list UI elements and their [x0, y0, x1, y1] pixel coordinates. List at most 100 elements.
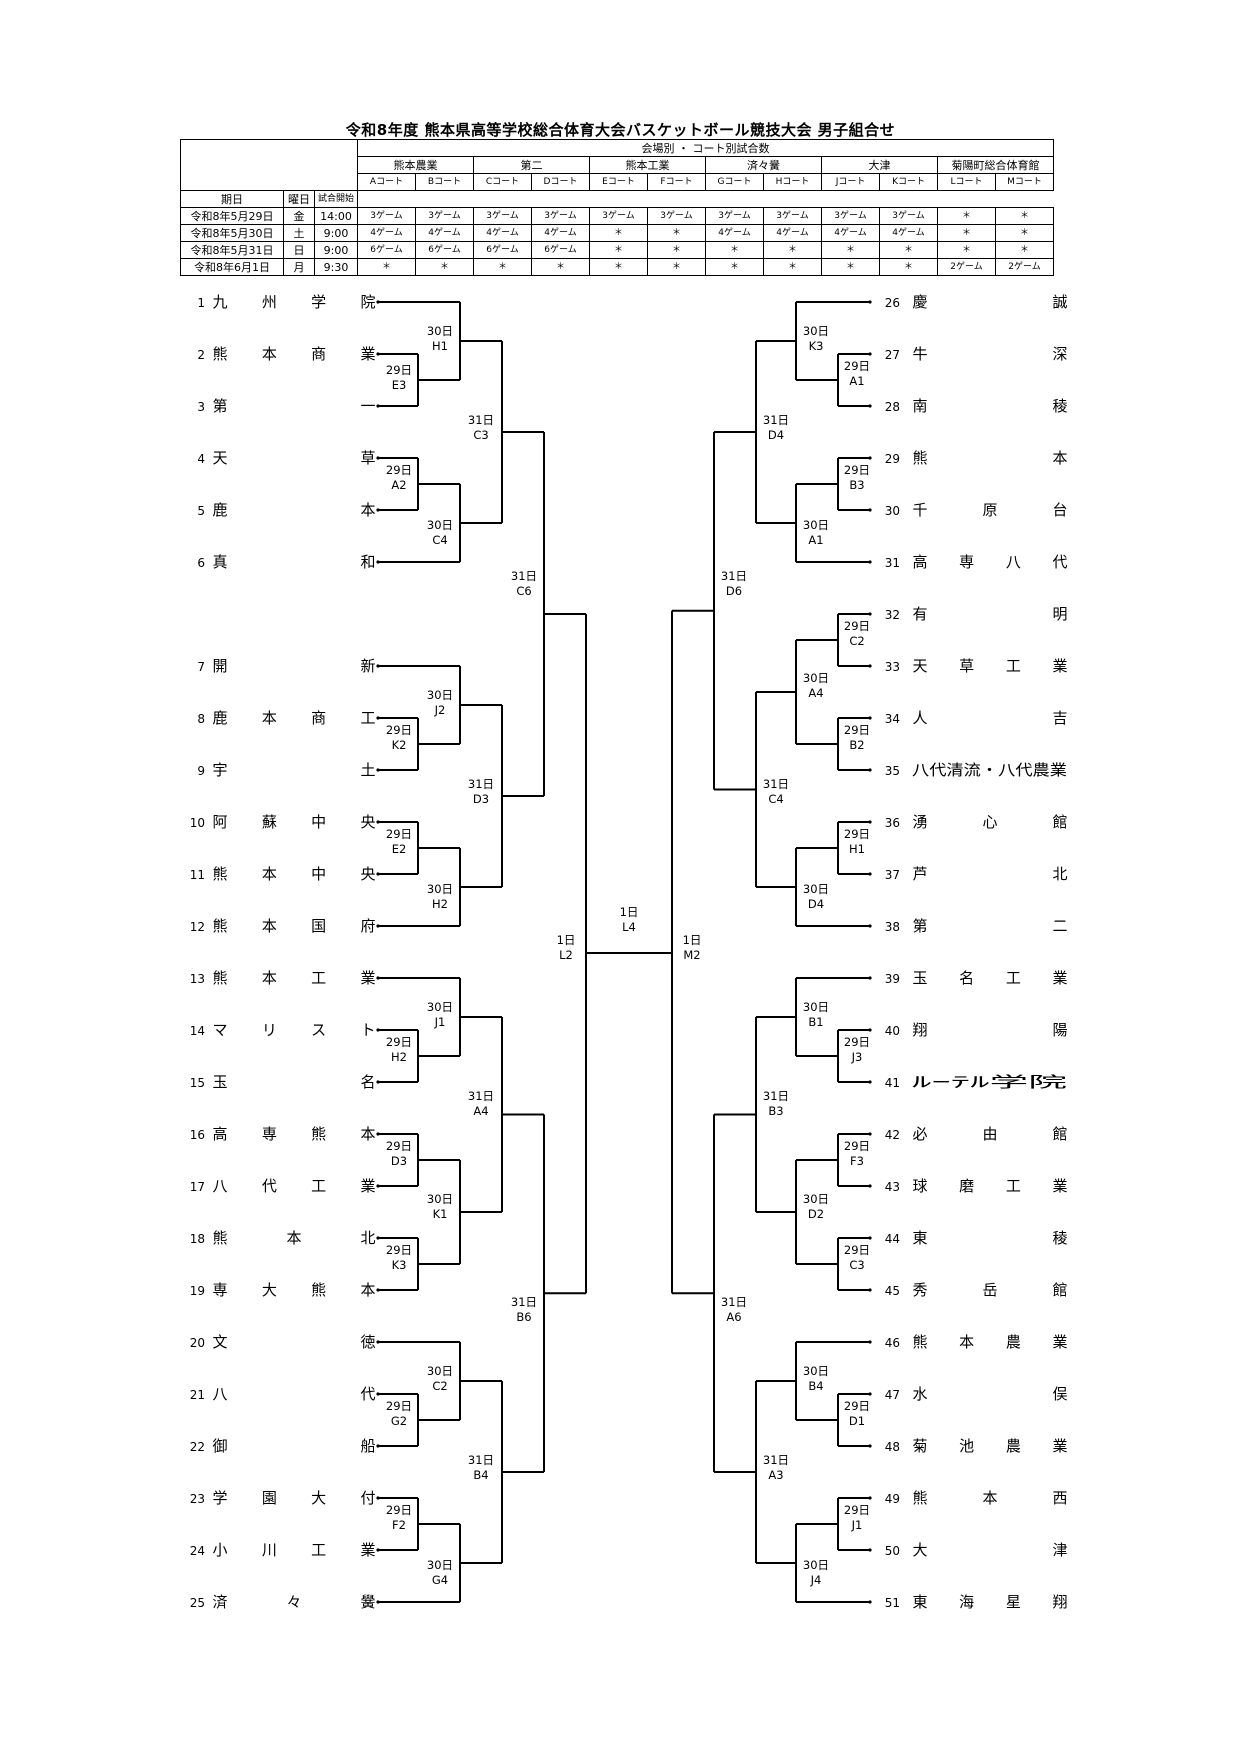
match-court: A3: [768, 1468, 783, 1482]
schedule-start: 9:30: [313, 258, 359, 276]
team-number: 40: [885, 1024, 900, 1038]
team-number: 20: [190, 1336, 205, 1350]
team-name: 天: [212, 449, 227, 467]
match-court: K3: [392, 1258, 407, 1272]
team-name: ス: [311, 1021, 326, 1039]
match-court: J4: [810, 1573, 822, 1587]
team-name: 熊: [912, 449, 927, 467]
match-date: 30日: [427, 688, 453, 702]
team-number: 47: [885, 1388, 900, 1402]
team-number: 4: [197, 452, 205, 466]
team-number: 11: [190, 868, 205, 882]
team-name: 館: [1052, 1125, 1067, 1143]
team-name: 八代清流・八代農業: [912, 761, 1067, 779]
team-name: 本: [262, 917, 277, 935]
team-name: 台: [1052, 501, 1067, 519]
match-date: 30日: [803, 671, 829, 685]
match-court: A1: [849, 374, 864, 388]
team-name: 園: [262, 1489, 277, 1507]
schedule-date: 令和8年5月30日: [180, 224, 284, 242]
team-number: 39: [885, 972, 900, 986]
match-court: A2: [391, 478, 406, 492]
team-name: 院: [360, 293, 375, 311]
match-court: B3: [768, 1104, 783, 1118]
match-date: 31日: [763, 1089, 789, 1103]
team-name: 宇: [212, 761, 227, 779]
team-name: 業: [1052, 969, 1067, 987]
team-name: 必: [912, 1125, 927, 1143]
team-name: 星: [1006, 1593, 1021, 1611]
match-court: G4: [432, 1573, 448, 1587]
team-name: 東: [912, 1593, 927, 1611]
team-number: 25: [190, 1596, 205, 1610]
match-date: 30日: [427, 882, 453, 896]
match-court: J1: [434, 1015, 446, 1029]
team-name: 第: [912, 917, 927, 935]
team-name: 徳: [360, 1333, 375, 1351]
match-court: C2: [432, 1379, 447, 1393]
match-court: L2: [559, 948, 573, 962]
match-court: B4: [808, 1379, 823, 1393]
team-name: 翔: [912, 1021, 927, 1039]
match-date: 29日: [844, 723, 870, 737]
match-date: 31日: [468, 413, 494, 427]
team-number: 33: [885, 660, 900, 674]
match-court: D4: [808, 897, 824, 911]
team-number: 5: [197, 504, 205, 518]
team-number: 48: [885, 1440, 900, 1454]
match-date: 29日: [386, 363, 412, 377]
page-title: 令和8年度 熊本県高等学校総合体育大会バスケットボール競技大会 男子組合せ: [345, 121, 896, 139]
team-name: 業: [360, 969, 375, 987]
team-name: 原: [982, 501, 997, 519]
match-court: B1: [808, 1015, 823, 1029]
venue-header: 菊陽町総合体育館: [937, 156, 1055, 174]
team-name: 熊: [912, 1489, 927, 1507]
team-name: 熊: [311, 1125, 326, 1143]
team-name: 工: [1006, 969, 1021, 987]
team-name: 俣: [1052, 1385, 1067, 1403]
team-name: 本: [982, 1489, 997, 1507]
team-number: 43: [885, 1180, 900, 1194]
match-date: 29日: [386, 827, 412, 841]
team-number: 42: [885, 1128, 900, 1142]
team-name: 専: [262, 1125, 277, 1143]
match-court: J3: [851, 1050, 863, 1064]
team-number: 1: [197, 296, 205, 310]
team-name: 有: [912, 605, 927, 623]
team-name: 業: [360, 1541, 375, 1559]
match-date: 30日: [427, 1558, 453, 1572]
team-name: 央: [360, 865, 375, 883]
team-name: 球: [912, 1177, 927, 1195]
team-number: 13: [190, 972, 205, 986]
match-court: E2: [392, 842, 407, 856]
team-name: 商: [311, 709, 326, 727]
team-name: 草: [360, 449, 375, 467]
team-name: 学: [311, 293, 326, 311]
team-name: 本: [262, 709, 277, 727]
team-name: 一: [360, 397, 375, 415]
team-number: 23: [190, 1492, 205, 1506]
match-date: 29日: [386, 463, 412, 477]
team-name: 専: [959, 553, 974, 571]
team-name: 名: [360, 1073, 375, 1091]
match-court: D2: [808, 1207, 824, 1221]
team-name: マ: [212, 1021, 227, 1039]
team-name: ﾙｰﾃﾙ学院: [912, 1073, 1067, 1091]
team-name: 付: [360, 1489, 375, 1507]
team-name: 工: [360, 709, 375, 727]
schedule-date: 令和8年6月1日: [180, 258, 284, 276]
match-date: 31日: [511, 569, 537, 583]
team-name: 代: [262, 1177, 277, 1195]
match-court: F3: [850, 1154, 864, 1168]
team-number: 28: [885, 400, 900, 414]
team-name: 学: [212, 1489, 227, 1507]
match-date: 29日: [844, 1035, 870, 1049]
team-name: 玉: [912, 969, 927, 987]
match-court: B4: [473, 1468, 488, 1482]
team-name: 牛: [912, 345, 927, 363]
team-number: 31: [885, 556, 900, 570]
match-date: 29日: [844, 463, 870, 477]
team-name: 工: [1006, 657, 1021, 675]
team-name: 二: [1052, 917, 1067, 935]
